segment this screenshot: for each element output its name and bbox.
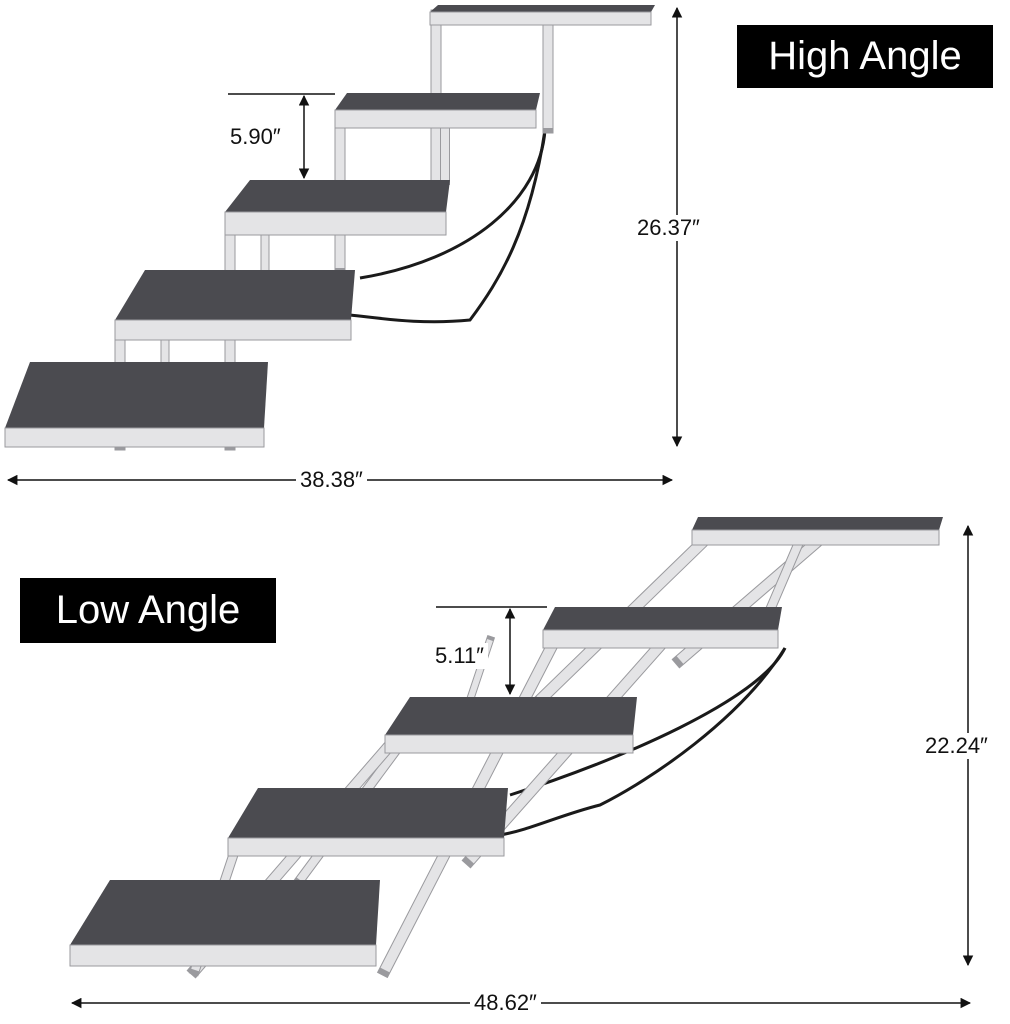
high-angle-stairs [4, 5, 655, 451]
step-frame [114, 319, 352, 341]
step-frame [227, 837, 505, 857]
strap [499, 647, 787, 837]
low-total-length-value: 48.62″ [470, 990, 541, 1016]
step-tread [430, 5, 655, 12]
step-tread [385, 697, 637, 735]
frame-leg [766, 538, 804, 612]
low-angle-label: Low Angle [20, 578, 276, 643]
step-tread [225, 180, 450, 212]
step-frame [69, 944, 377, 967]
step-frame [542, 629, 779, 649]
step-tread [543, 607, 782, 630]
step-frame [384, 734, 634, 754]
low-angle-stairs [69, 517, 943, 979]
step-tread [115, 270, 355, 320]
low-total-height-value: 22.24″ [921, 733, 992, 759]
step-tread [228, 788, 508, 838]
step-frame [691, 529, 940, 546]
step-tread [70, 880, 380, 945]
high-angle-label: High Angle [737, 25, 993, 88]
high-total-height-value: 26.37″ [633, 215, 704, 241]
high-total-length-value: 38.38″ [296, 467, 367, 493]
step-tread [692, 517, 943, 530]
step-frame [334, 109, 537, 129]
step-tread [335, 93, 540, 110]
low-step-height-value: 5.11″ [431, 643, 488, 669]
step-frame [224, 211, 447, 236]
step-frame [4, 427, 265, 448]
strap [349, 129, 547, 324]
high-step-height-value: 5.90″ [226, 124, 285, 150]
step-frame [429, 11, 652, 26]
step-tread [5, 362, 268, 428]
